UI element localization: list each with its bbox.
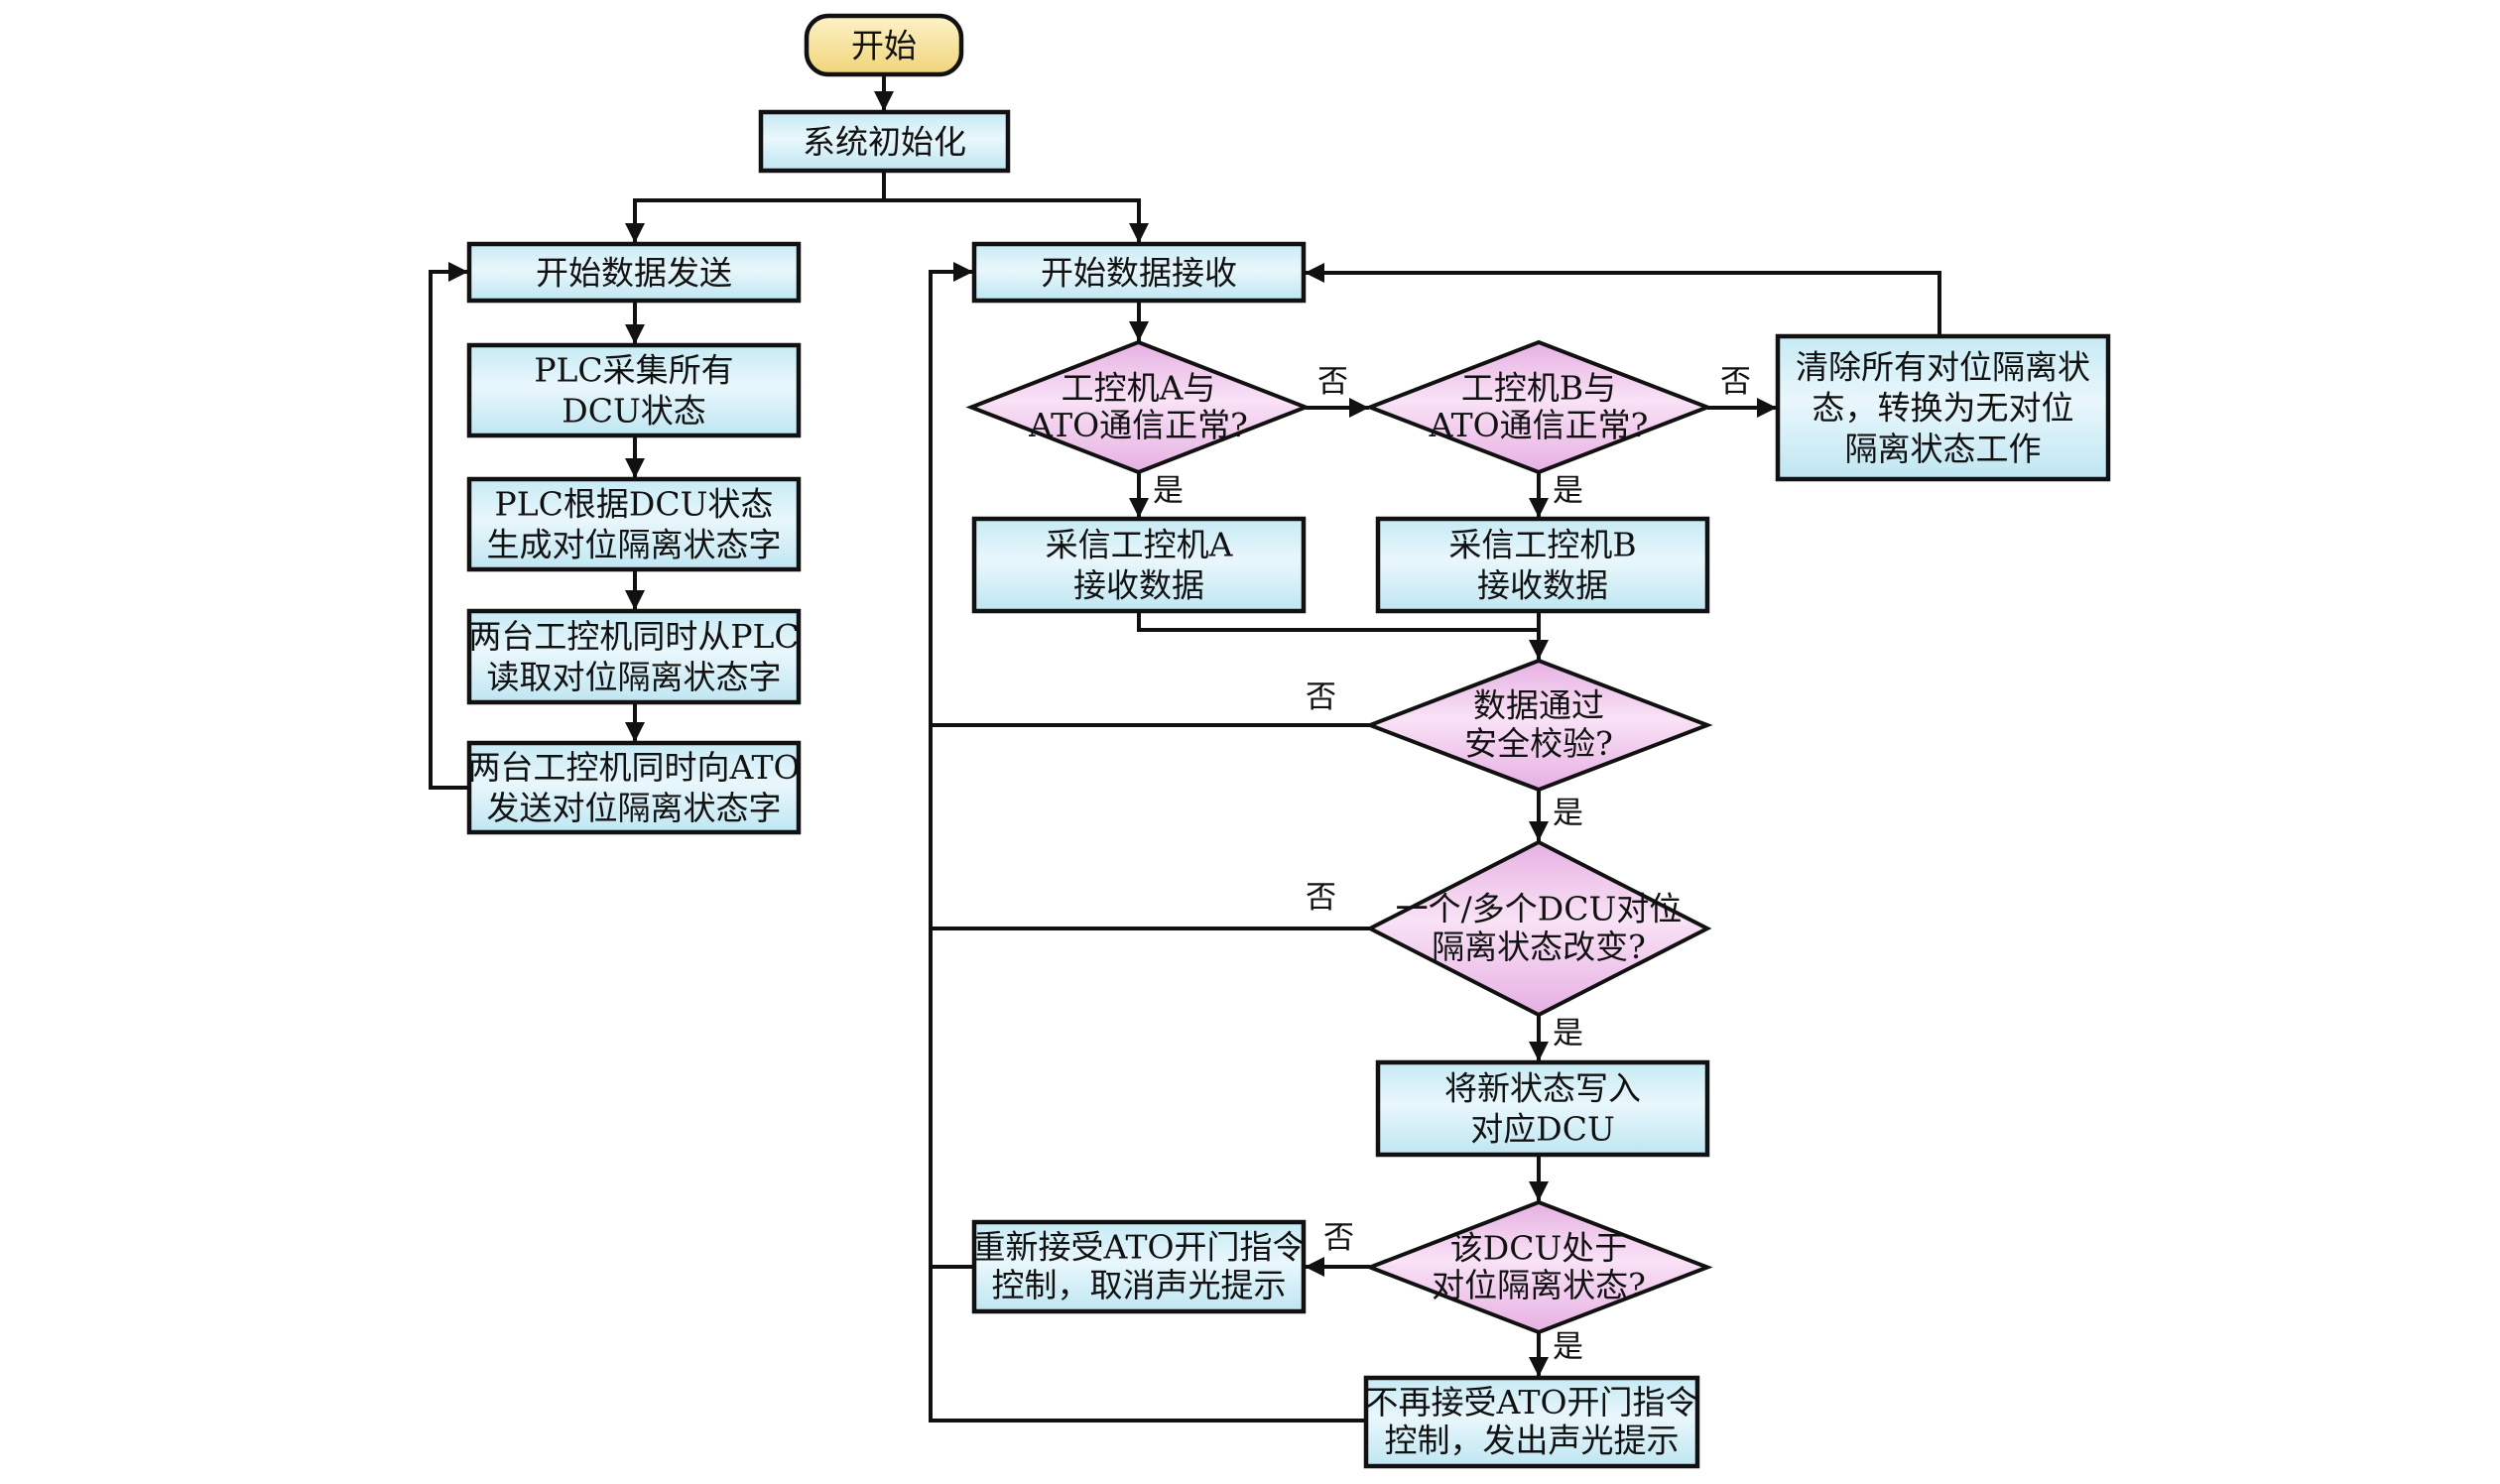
- process-shape: [466, 241, 802, 304]
- label-changed-no: 否: [1306, 880, 1336, 916]
- edge-labels: 否 是 否 是 否 是 否 是 否 是: [1153, 364, 1751, 1365]
- terminal-shape: [804, 13, 964, 77]
- process-shape: [971, 1219, 1307, 1314]
- label-isolated-no: 否: [1323, 1220, 1354, 1256]
- node-start: 开始: [804, 13, 964, 77]
- node-text-line: 对位隔离状态?: [1432, 1266, 1646, 1304]
- node-text-line: 两台工控机同时向ATO: [467, 748, 800, 787]
- node-text-line: DCU状态: [562, 392, 706, 431]
- node-text-line: 态，转换为无对位: [1812, 389, 2074, 428]
- edge-init-send: [625, 198, 884, 243]
- node-text-line: PLC根据DCU状态: [495, 484, 774, 523]
- decision-shape: [1365, 839, 1712, 1018]
- label-safety-yes: 是: [1553, 796, 1583, 831]
- node-text-line: ATO通信正常?: [1028, 406, 1248, 444]
- node-init: 系统初始化: [758, 109, 1011, 174]
- process-shape: [1363, 1375, 1700, 1469]
- node-send-start: 开始数据发送: [466, 241, 802, 304]
- edge-left-loop: [429, 262, 469, 790]
- process-shape: [466, 342, 802, 438]
- process-shape: [971, 516, 1307, 614]
- node-text-line: 采信工控机B: [1448, 525, 1636, 563]
- node-text-line: 开始数据发送: [536, 253, 732, 292]
- decision-shape: [965, 339, 1312, 475]
- process-shape: [1375, 516, 1710, 614]
- node-text-line: 一个/多个DCU对位: [1396, 889, 1683, 928]
- process-shape: [1375, 1059, 1710, 1158]
- node-text-line: 开始: [851, 26, 917, 64]
- label-diamondA-no: 否: [1317, 364, 1348, 400]
- label-diamondB-no: 否: [1720, 364, 1751, 400]
- node-text-line: 两台工控机同时从PLC: [468, 617, 799, 656]
- node-text-line: 控制，取消声光提示: [992, 1266, 1287, 1304]
- process-shape: [1775, 333, 2111, 482]
- node-text-line: 重新接受ATO开门指令: [972, 1227, 1305, 1266]
- node-text-line: 接收数据: [1477, 566, 1608, 605]
- node-text-line: 读取对位隔离状态字: [487, 658, 782, 696]
- connectors: [429, 74, 1941, 1422]
- node-text-line: 接收数据: [1073, 566, 1204, 605]
- label-diamondA-yes: 是: [1153, 473, 1184, 509]
- label-isolated-yes: 是: [1553, 1329, 1583, 1365]
- process-shape: [971, 241, 1307, 304]
- node-text-line: ATO通信正常?: [1429, 406, 1649, 444]
- node-text-line: 不再接受ATO开门指令: [1365, 1383, 1697, 1422]
- node-text-line: 数据通过: [1473, 685, 1604, 724]
- node-text-line: 开始数据接收: [1041, 253, 1237, 292]
- process-shape: [466, 476, 802, 572]
- decision-shape: [1364, 1199, 1713, 1335]
- node-text-line: 工控机B与: [1461, 368, 1616, 407]
- node-text-line: 控制，发出声光提示: [1385, 1422, 1680, 1460]
- process-shape: [466, 608, 802, 705]
- edge-init-recv: [884, 198, 1149, 243]
- node-text-line: 生成对位隔离状态字: [487, 526, 782, 564]
- node-text-line: 安全校验?: [1464, 724, 1613, 763]
- node-text-line: 工控机A与: [1062, 368, 1216, 407]
- process-shape: [466, 740, 802, 835]
- node-text-line: 隔离状态改变?: [1432, 928, 1646, 966]
- node-text-line: 隔离状态工作: [1845, 430, 2042, 468]
- label-diamondB-yes: 是: [1553, 473, 1583, 509]
- node-text-line: PLC采集所有: [534, 350, 733, 389]
- decision-shape: [1364, 339, 1713, 475]
- node-text-line: 系统初始化: [803, 122, 966, 161]
- edge-useA-merge: [1137, 611, 1539, 632]
- node-text-line: 清除所有对位隔离状: [1796, 347, 2090, 386]
- node-text-line: 将新状态写入: [1444, 1068, 1641, 1107]
- label-safety-no: 否: [1306, 680, 1336, 715]
- process-shape: [758, 109, 1011, 174]
- decision-shape: [1364, 658, 1713, 793]
- label-changed-yes: 是: [1553, 1016, 1583, 1051]
- node-text-line: 对应DCU: [1470, 1110, 1615, 1149]
- node-text-line: 采信工控机A: [1046, 525, 1234, 563]
- node-text-line: 发送对位隔离状态字: [487, 789, 782, 827]
- node-text-line: 该DCU处于: [1450, 1228, 1628, 1267]
- edge-right-loop: [929, 262, 1366, 1422]
- edge-clear-recv: [1305, 263, 1941, 336]
- node-recv-start: 开始数据接收: [971, 241, 1307, 304]
